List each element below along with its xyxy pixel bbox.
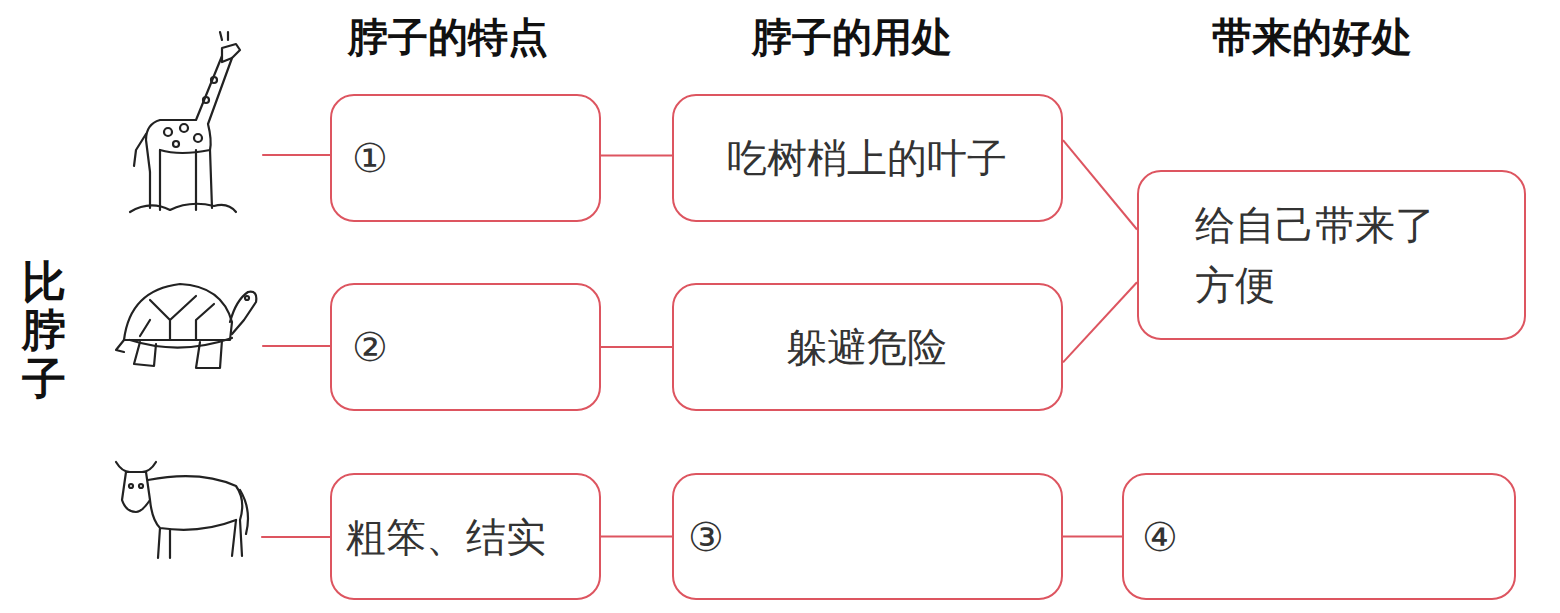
text-box: ④ [1122,473,1516,600]
connector-line [601,536,672,538]
leader-line [263,154,330,156]
text-box: 躲避危险 [672,283,1063,411]
turtle-drawing [116,284,256,368]
giraffe-drawing [130,32,240,212]
text-box: ③ [672,473,1063,600]
box-text: 给自己带来了方便 [1195,195,1457,315]
text-box: 吃树梢上的叶子 [672,94,1063,222]
box-text: 躲避危险 [787,317,947,377]
connector-line [1063,536,1122,538]
box-text: 粗笨、结实 [346,507,546,567]
leader-line [262,536,330,538]
connector-line [1063,282,1137,362]
connector-line [1063,140,1137,229]
column-heading: 带来的好处 [1212,10,1412,65]
text-box: 给自己带来了方便 [1137,170,1526,340]
connector-line [601,346,672,348]
box-text: ① [352,128,388,188]
side-title: 比脖子 [22,258,66,403]
leader-line [263,345,330,347]
text-box: ① [330,94,601,222]
column-heading: 脖子的特点 [348,10,548,65]
box-text: ③ [688,507,724,567]
column-heading: 脖子的用处 [752,10,952,65]
ox-drawing [116,462,248,558]
text-box: 粗笨、结实 [330,473,601,600]
box-text: 吃树梢上的叶子 [727,128,1007,188]
box-text: ② [352,317,388,377]
box-text: ④ [1142,507,1178,567]
text-box: ② [330,283,601,411]
connector-line [601,154,672,156]
